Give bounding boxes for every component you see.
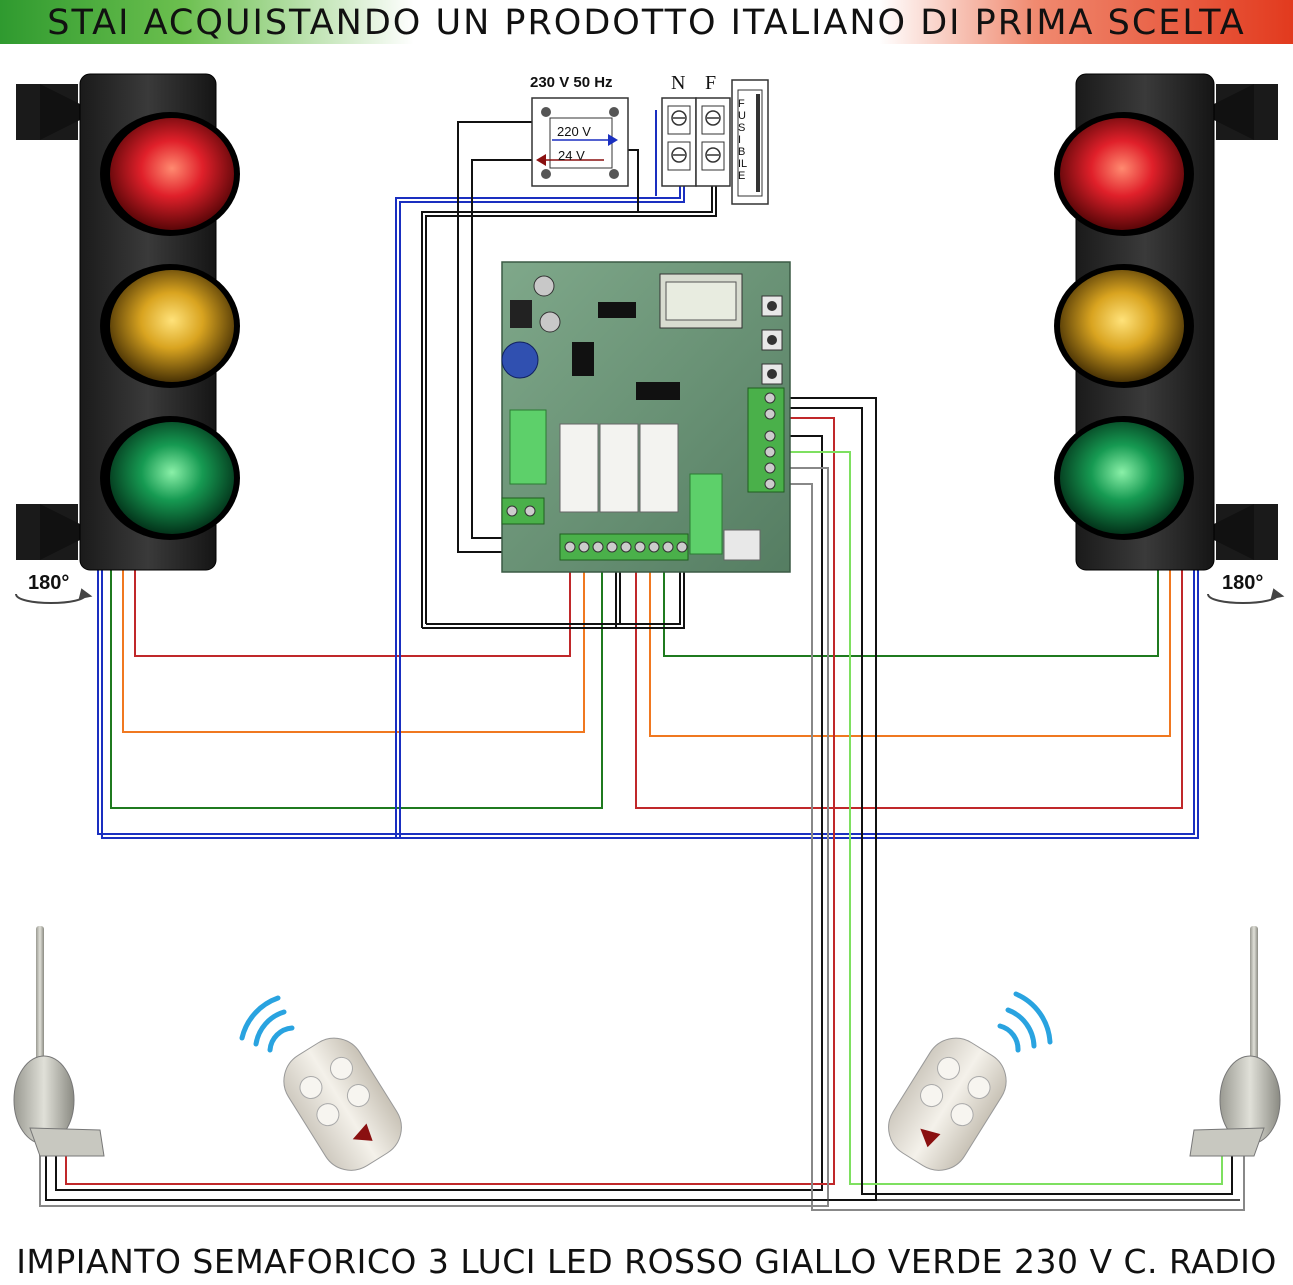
wifi-signal-icon [239,995,295,1053]
antenna-icon [1189,926,1281,1157]
fuse-label: FUSIBILE [738,98,748,182]
control-board-icon [501,261,791,573]
header-banner [0,0,1293,44]
rotation-label-right: 180° [1222,572,1264,594]
wire-left-red [134,560,571,657]
wire-black-phase-2 [425,180,717,624]
remote-control-icon [888,1037,1007,1171]
transformer-label: 230 V 50 Hz [530,74,613,91]
terminal-block [661,79,769,205]
wire-blue-neutral-1 [97,570,1195,835]
rotation-arrow-icon [15,588,1285,604]
rotation-label-left: 180° [28,572,70,594]
wire-right-orange [649,560,1171,737]
traffic-light-icon [1054,73,1278,571]
header-title: STAI ACQUISTANDO UN PRODOTTO ITALIANO DI… [47,3,1246,43]
wire-radio-red [65,417,835,1185]
footer-title: IMPIANTO SEMAFORICO 3 LUCI LED ROSSO GIA… [16,1242,1277,1281]
transformer-primary-label: 220 V [557,124,591,139]
remote-control-icon [283,1037,402,1171]
wire-radio-gray-2 [785,483,1245,1211]
wire-blue-neutral-4 [399,180,685,838]
wire-black-phase-1 [421,180,713,628]
wire-220v-trafo [628,149,639,212]
wire-left-orange [122,560,585,733]
wire-right-red [635,560,1183,809]
wire-right-green [663,560,1159,657]
antenna-icon [13,926,105,1157]
phase-terminal-label: F [705,72,717,94]
wire-blue-neutral-3 [395,180,681,838]
wire-black-phase-3 [422,560,685,629]
traffic-light-icon [16,73,240,571]
wire-radio-lightgreen [785,451,1223,1185]
transformer-secondary-label: 24 V [558,148,585,163]
wire-blue-neutral-2 [101,570,1199,839]
wire-radio-black-2 [55,435,823,1191]
wifi-signal-icon [997,991,1053,1053]
wire-radio-black-3 [785,407,1233,1195]
wire-black-phase-4 [426,560,681,625]
transformer [531,97,629,187]
wire-left-green [110,560,603,809]
neutral-terminal-label: N [671,72,686,94]
wire-radio-gray [39,467,829,1207]
